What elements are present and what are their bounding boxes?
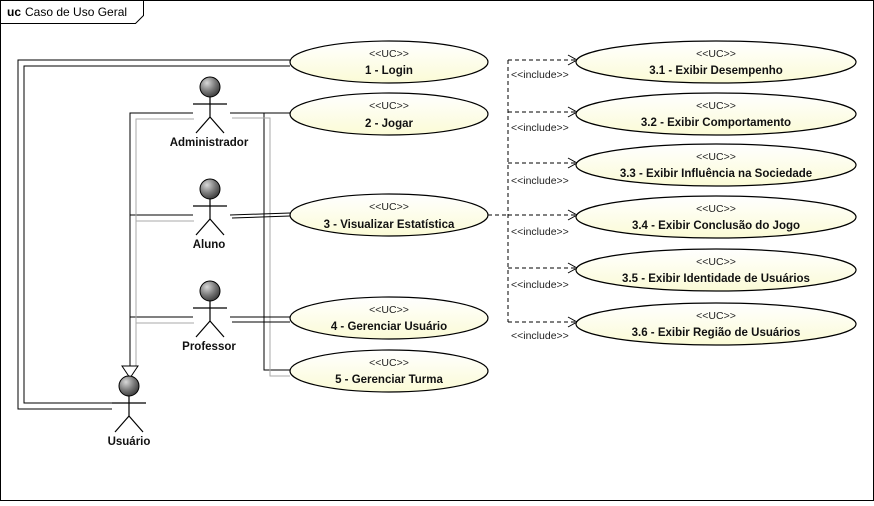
uc-label: 3.5 - Exibir Identidade de Usuários	[622, 273, 810, 285]
actor-professor[interactable]: Professor	[182, 280, 236, 353]
include-label: <<include>>	[511, 69, 569, 81]
use-case-uc1[interactable]: <<UC>> 1 - Login	[289, 40, 489, 84]
uc-label: 3.1 - Exibir Desempenho	[649, 65, 783, 77]
use-case-uc35[interactable]: <<UC>> 3.5 - Exibir Identidade de Usuári…	[575, 248, 857, 292]
use-case-uc2[interactable]: <<UC>> 2 - Jogar	[289, 92, 489, 136]
include-label: <<include>>	[511, 226, 569, 238]
include-label: <<include>>	[511, 330, 569, 342]
uc-stereotype: <<UC>>	[369, 100, 409, 112]
use-case-uc4[interactable]: <<UC>> 4 - Gerenciar Usuário	[289, 296, 489, 340]
uc-stereotype: <<UC>>	[369, 48, 409, 60]
include-label: <<include>>	[511, 175, 569, 187]
uc-label: 3.2 - Exibir Comportamento	[641, 117, 791, 129]
assoc-aluno	[229, 212, 291, 219]
include-label: <<include>>	[511, 279, 569, 291]
uc-stereotype: <<UC>>	[696, 100, 736, 112]
include-lines	[488, 59, 576, 323]
use-case-uc36[interactable]: <<UC>> 3.6 - Exibir Região de Usuários	[575, 302, 857, 346]
uc-stereotype: <<UC>>	[369, 201, 409, 213]
include-labels: <<include>> <<include>> <<include>> <<in…	[511, 69, 569, 342]
uc-label: 5 - Gerenciar Turma	[335, 374, 443, 386]
include-label: <<include>>	[511, 122, 569, 134]
uc-stereotype: <<UC>>	[696, 151, 736, 163]
use-case-uc31[interactable]: <<UC>> 3.1 - Exibir Desempenho	[575, 40, 857, 84]
actor-aluno[interactable]: Aluno	[193, 178, 227, 251]
uc-stereotype: <<UC>>	[369, 304, 409, 316]
uc-label: 2 - Jogar	[365, 118, 413, 130]
uc-label: 3 - Visualizar Estatística	[324, 219, 455, 231]
use-case-uc33[interactable]: <<UC>> 3.3 - Exibir Influência na Socied…	[575, 143, 857, 187]
uc-stereotype: <<UC>>	[696, 256, 736, 268]
use-case-uc5[interactable]: <<UC>> 5 - Gerenciar Turma	[289, 349, 489, 393]
use-case-uc32[interactable]: <<UC>> 3.2 - Exibir Comportamento	[575, 92, 857, 136]
actor-label: Aluno	[193, 239, 226, 251]
assoc-professor	[230, 316, 290, 323]
uc-label: 3.6 - Exibir Região de Usuários	[632, 327, 801, 339]
uc-stereotype: <<UC>>	[696, 203, 736, 215]
use-case-uc3[interactable]: <<UC>> 3 - Visualizar Estatística	[289, 193, 489, 237]
uc-stereotype: <<UC>>	[696, 310, 736, 322]
uc-label: 1 - Login	[365, 65, 413, 77]
actor-usuario[interactable]: Usuário	[108, 375, 151, 448]
generalization-shadow	[135, 118, 194, 367]
actor-label: Usuário	[108, 436, 151, 448]
assoc-usuario-login	[17, 59, 290, 410]
assoc-administrador-shadow	[232, 117, 290, 377]
frame-title-tab	[0, 0, 144, 24]
uc-label: 3.4 - Exibir Conclusão do Jogo	[632, 220, 800, 232]
generalization-lines	[129, 112, 193, 367]
uc-label: 3.3 - Exibir Influência na Sociedade	[620, 168, 812, 180]
actor-label: Administrador	[170, 137, 249, 149]
actor-label: Professor	[182, 341, 236, 353]
uc-stereotype: <<UC>>	[369, 357, 409, 369]
generalization-arrowhead	[121, 365, 139, 379]
uc-label: 4 - Gerenciar Usuário	[331, 321, 447, 333]
uc-stereotype: <<UC>>	[696, 48, 736, 60]
use-case-uc34[interactable]: <<UC>> 3.4 - Exibir Conclusão do Jogo	[575, 195, 857, 239]
actor-administrador[interactable]: Administrador	[170, 76, 249, 149]
